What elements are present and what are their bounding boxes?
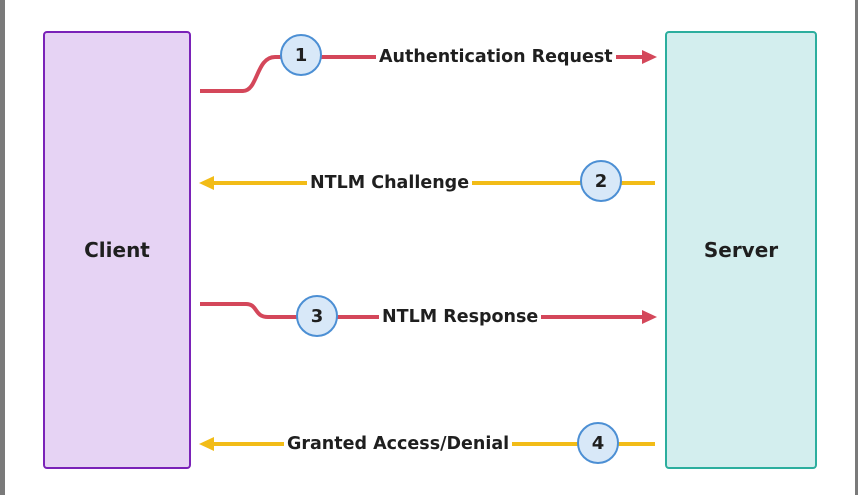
step-2-number: 2 <box>594 170 608 192</box>
arrow-step-1 <box>200 55 643 93</box>
window-frame-left <box>0 0 5 495</box>
window-frame-right <box>855 0 858 495</box>
step-3-badge: 3 <box>296 295 338 337</box>
arrow-step-3 <box>200 302 643 319</box>
step-4-badge: 4 <box>577 422 619 464</box>
client-label: Client <box>84 238 150 262</box>
server-box: Server <box>665 31 817 469</box>
step-1-number: 1 <box>294 44 308 66</box>
arrowhead-step-4 <box>199 437 214 451</box>
step-3-label: NTLM Response <box>379 306 542 328</box>
arrowhead-step-3 <box>642 310 657 324</box>
step-4-label: Granted Access/Denial <box>284 433 513 455</box>
step-1-badge: 1 <box>280 34 322 76</box>
step-2-badge: 2 <box>580 160 622 202</box>
step-2-label: NTLM Challenge <box>307 172 473 194</box>
server-label: Server <box>703 238 779 262</box>
step-3-number: 3 <box>310 305 324 327</box>
arrowhead-step-1 <box>642 50 657 64</box>
step-4-number: 4 <box>591 432 605 454</box>
step-1-label: Authentication Request <box>376 46 616 68</box>
client-box: Client <box>43 31 191 469</box>
arrowhead-step-2 <box>199 176 214 190</box>
